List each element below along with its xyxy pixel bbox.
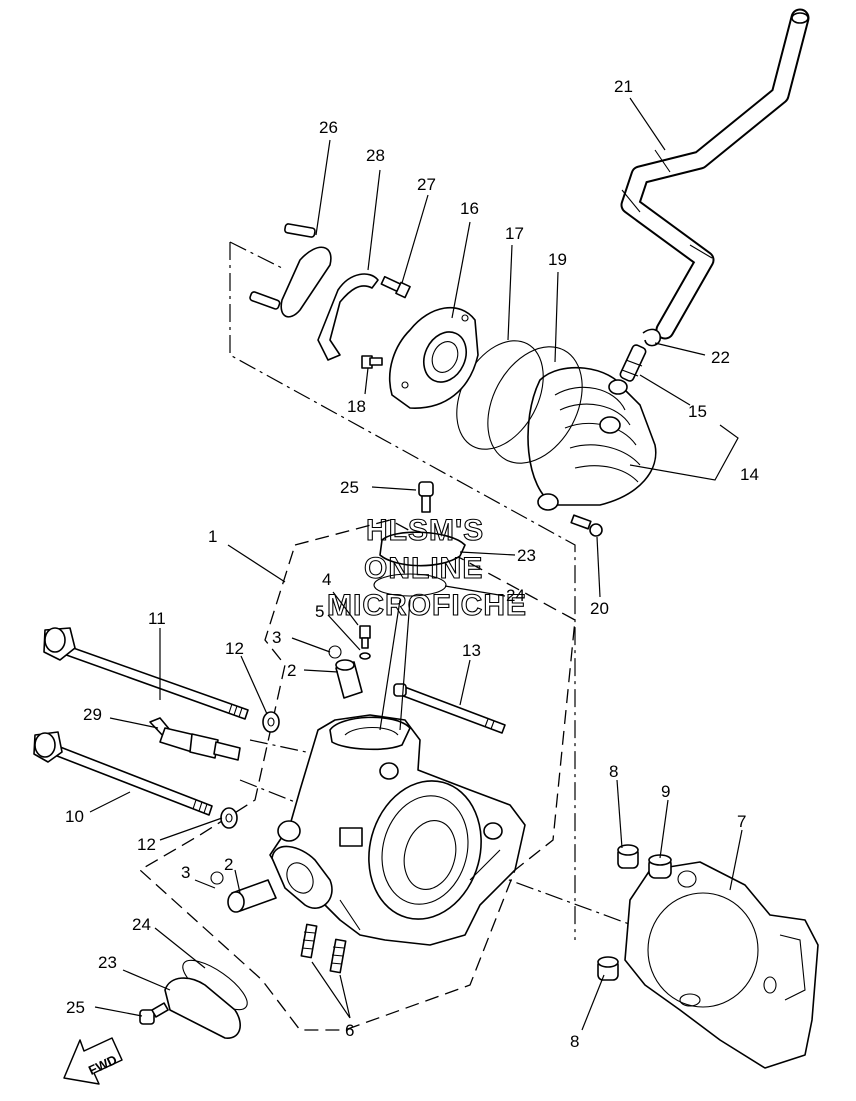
bolt-20 xyxy=(570,514,603,537)
callout-21: 21 xyxy=(614,77,633,96)
callout-24-bottom: 24 xyxy=(132,915,151,934)
callout-1: 1 xyxy=(208,527,217,546)
callout-23-top: 23 xyxy=(517,546,536,565)
callout-3-bottom: 3 xyxy=(181,863,190,882)
callout-25-top: 25 xyxy=(340,478,359,497)
o-ring-24-top xyxy=(373,573,447,597)
callout-23-bottom: 23 xyxy=(98,953,117,972)
small-parts-bottom xyxy=(139,871,277,1039)
callout-2-top: 2 xyxy=(287,661,296,680)
callout-10: 10 xyxy=(65,807,84,826)
watermark-line-3: MICROFICHE xyxy=(327,589,527,622)
callout-28: 28 xyxy=(366,146,385,165)
bolt-27 xyxy=(380,275,411,299)
callout-25-bottom: 25 xyxy=(66,998,85,1017)
callout-17: 17 xyxy=(505,224,524,243)
breather-hose xyxy=(620,8,810,340)
callout-2-bottom: 2 xyxy=(224,855,233,874)
callout-12-bottom: 12 xyxy=(137,835,156,854)
callout-13: 13 xyxy=(462,641,481,660)
cover-plate xyxy=(388,306,479,409)
watermark-line-1: HLSM'S xyxy=(366,514,484,547)
stud-bolt-11 xyxy=(43,627,249,720)
callout-4: 4 xyxy=(322,570,331,589)
stud-bolt-10 xyxy=(33,731,213,816)
callout-6: 6 xyxy=(345,1021,354,1040)
leader-lines xyxy=(89,97,743,1031)
callout-24-top: 24 xyxy=(506,586,525,605)
cylinder-head-gasket xyxy=(624,861,819,1069)
callout-12-top: 12 xyxy=(225,639,244,658)
callout-8-top: 8 xyxy=(609,762,618,781)
washer-12-bottom xyxy=(220,807,238,829)
bracket-26 xyxy=(249,223,332,318)
callout-27: 27 xyxy=(417,175,436,194)
callout-16: 16 xyxy=(460,199,479,218)
hose-clip xyxy=(642,328,662,347)
callout-20: 20 xyxy=(590,599,609,618)
callout-7: 7 xyxy=(737,812,746,831)
spark-plug-29 xyxy=(149,717,241,761)
dowels xyxy=(597,844,672,981)
callout-18: 18 xyxy=(347,397,366,416)
cylinder-head-cover xyxy=(527,366,657,511)
cylinder-head xyxy=(269,714,526,946)
callout-3-top: 3 xyxy=(272,628,281,647)
callout-29: 29 xyxy=(83,705,102,724)
callout-26: 26 xyxy=(319,118,338,137)
bracket-28 xyxy=(317,273,379,361)
bolt-18 xyxy=(361,355,383,369)
callout-11: 11 xyxy=(148,609,166,628)
callout-22: 22 xyxy=(711,348,730,367)
studs-6 xyxy=(300,923,347,974)
watermark: HLSM'S ONLINE MICROFICHE xyxy=(326,513,527,622)
fwd-arrow-icon: FWD xyxy=(63,1037,123,1085)
small-parts-top xyxy=(328,625,371,699)
bolt-13 xyxy=(393,683,506,734)
watermark-line-2: ONLINE xyxy=(364,552,483,585)
callout-15: 15 xyxy=(688,402,707,421)
breather-nipple xyxy=(619,344,647,382)
callout-14: 14 xyxy=(740,465,759,484)
callout-9: 9 xyxy=(661,782,670,801)
callout-8-bottom: 8 xyxy=(570,1032,579,1051)
callout-5: 5 xyxy=(315,602,324,621)
callout-19: 19 xyxy=(548,250,567,269)
washer-12-top xyxy=(262,711,280,733)
bolt-25-top xyxy=(418,481,434,513)
callouts: 26 28 27 16 17 19 21 22 15 14 18 25 23 2… xyxy=(65,77,759,1051)
cover-23-top xyxy=(379,531,466,567)
